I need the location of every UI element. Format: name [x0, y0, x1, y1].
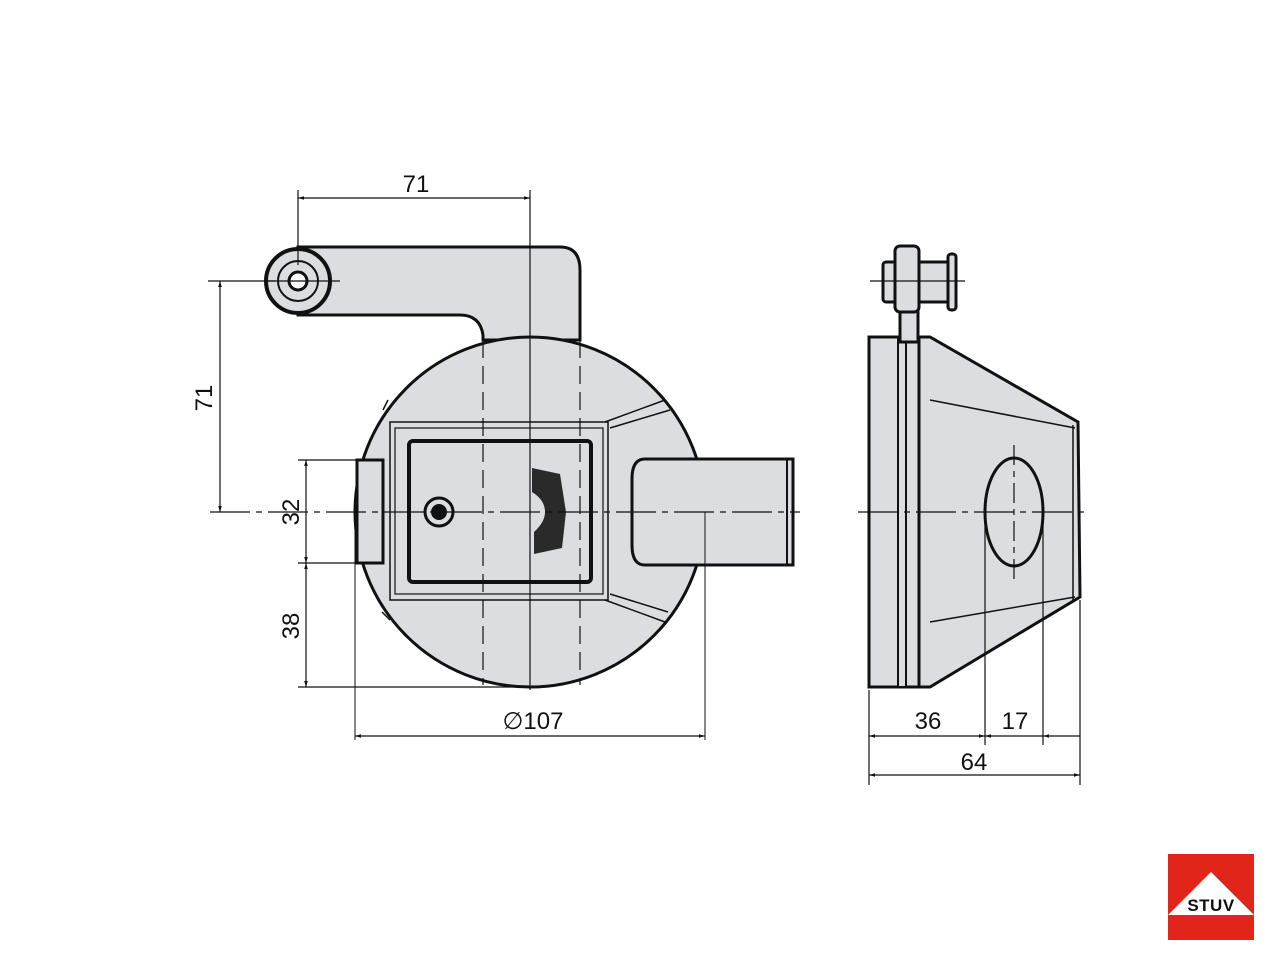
front-dimensions [208, 190, 705, 738]
lever-arm [296, 245, 582, 342]
side-centerlines [858, 280, 1088, 580]
stuv-logo: STUV [1168, 854, 1254, 940]
logo-triangle-icon [1168, 872, 1254, 915]
dim-arm-horizontal: 71 [403, 171, 430, 198]
dim-lower: 38 [278, 613, 305, 640]
centerlines [210, 190, 800, 740]
turn-indicator-icon [532, 468, 566, 554]
bolt-assembly [881, 244, 958, 344]
dim-plate: 36 [915, 708, 942, 735]
dim-offset: 17 [1002, 708, 1029, 735]
dim-diameter: ∅107 [503, 708, 564, 735]
dim-arm-vertical: 71 [191, 385, 218, 412]
side-view [867, 244, 1082, 689]
logo-text: STUV [1187, 896, 1235, 915]
dim-total-depth: 64 [961, 749, 988, 776]
dim-tab-height: 32 [278, 499, 305, 526]
side-dimensions [868, 512, 1081, 785]
